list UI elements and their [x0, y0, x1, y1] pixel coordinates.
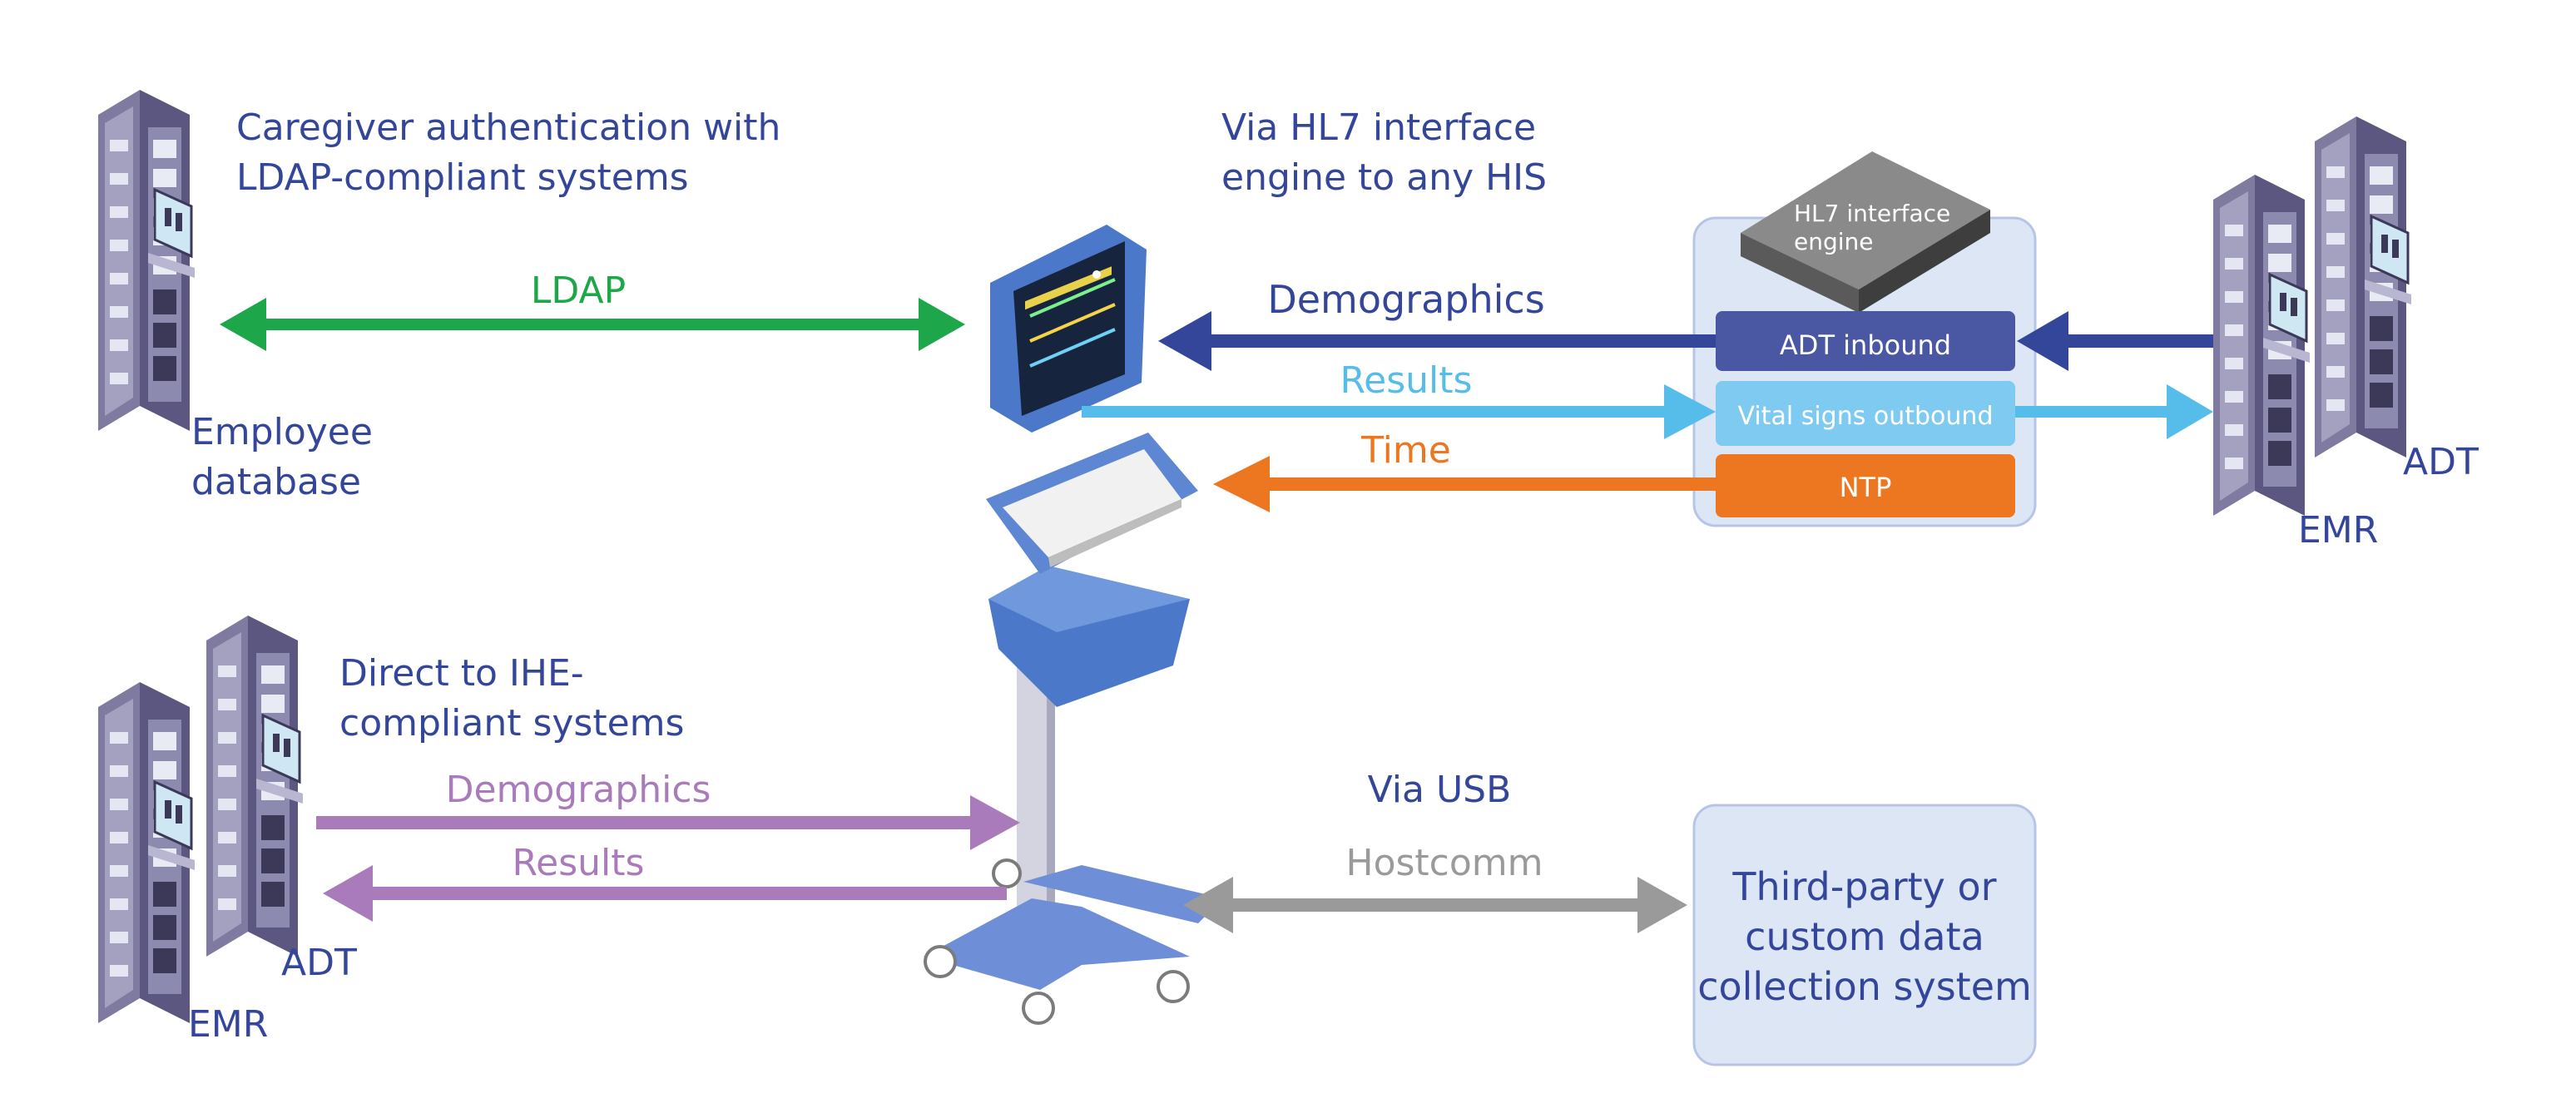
third-party-line2: custom data — [1745, 914, 1984, 959]
adt-inbound-box — [1716, 311, 2015, 371]
ihe-demographics-label: Demographics — [446, 769, 711, 811]
usb-caption: Via USB — [1368, 769, 1512, 811]
ihe-adt-server — [205, 614, 305, 958]
hl7-caption-line1: Via HL7 interface — [1221, 106, 1536, 149]
hostcomm-arrow — [1183, 877, 1687, 933]
hl7-caption-line2: engine to any HIS — [1221, 156, 1547, 199]
his-emr-server — [2212, 173, 2311, 517]
ihe-results-arrow — [323, 865, 1007, 922]
employee-db-label-line1: Employee — [191, 411, 373, 453]
ihe-emr-label: EMR — [188, 1003, 268, 1046]
vital-signs-outbound-box — [1716, 381, 2015, 446]
employee-database-server — [97, 88, 196, 433]
hostcomm-label: Hostcomm — [1345, 842, 1543, 884]
ihe-adt-label: ADT — [281, 942, 357, 984]
third-party-system-box — [1692, 804, 2037, 1066]
ihe-demographics-arrow — [316, 795, 1020, 850]
ihe-emr-server — [97, 680, 196, 1025]
adt-inbound-label: ADT inbound — [1780, 329, 1951, 361]
employee-db-label-line2: database — [191, 461, 361, 503]
ldap-arrow — [220, 298, 965, 351]
interface-engine-icon — [1741, 151, 1990, 313]
third-party-line3: collection system — [1697, 964, 2032, 1009]
ldap-caption-line1: Caregiver authentication with — [236, 106, 780, 149]
patient-monitor-cart — [924, 225, 1223, 1025]
time-label: Time — [1360, 429, 1451, 472]
hl7-results-arrow — [1082, 384, 1716, 439]
adt-feed-arrow — [2017, 311, 2223, 371]
his-adt-server — [2313, 115, 2413, 459]
ldap-caption-line2: LDAP-compliant systems — [236, 156, 689, 199]
hl7-demographics-arrow — [1158, 311, 1716, 371]
vitals-outbound-arrow — [2015, 384, 2213, 439]
ldap-link-label: LDAP — [531, 270, 626, 312]
ihe-results-label: Results — [513, 842, 645, 884]
time-arrow — [1213, 456, 1716, 512]
his-emr-label: EMR — [2298, 509, 2378, 552]
hl7-demographics-label: Demographics — [1267, 277, 1544, 322]
third-party-line1: Third-party or — [1731, 864, 1996, 909]
ihe-caption-line1: Direct to IHE- — [339, 652, 584, 695]
ntp-box — [1716, 454, 2015, 517]
his-adt-label: ADT — [2403, 441, 2479, 483]
vital-signs-outbound-label: Vital signs outbound — [1737, 402, 1993, 431]
engine-label-line1: HL7 interface — [1794, 200, 1950, 227]
hl7-results-label: Results — [1340, 359, 1473, 402]
ihe-caption-line2: compliant systems — [339, 702, 684, 744]
ntp-label: NTP — [1840, 472, 1892, 503]
engine-label-line2: engine — [1794, 228, 1874, 255]
